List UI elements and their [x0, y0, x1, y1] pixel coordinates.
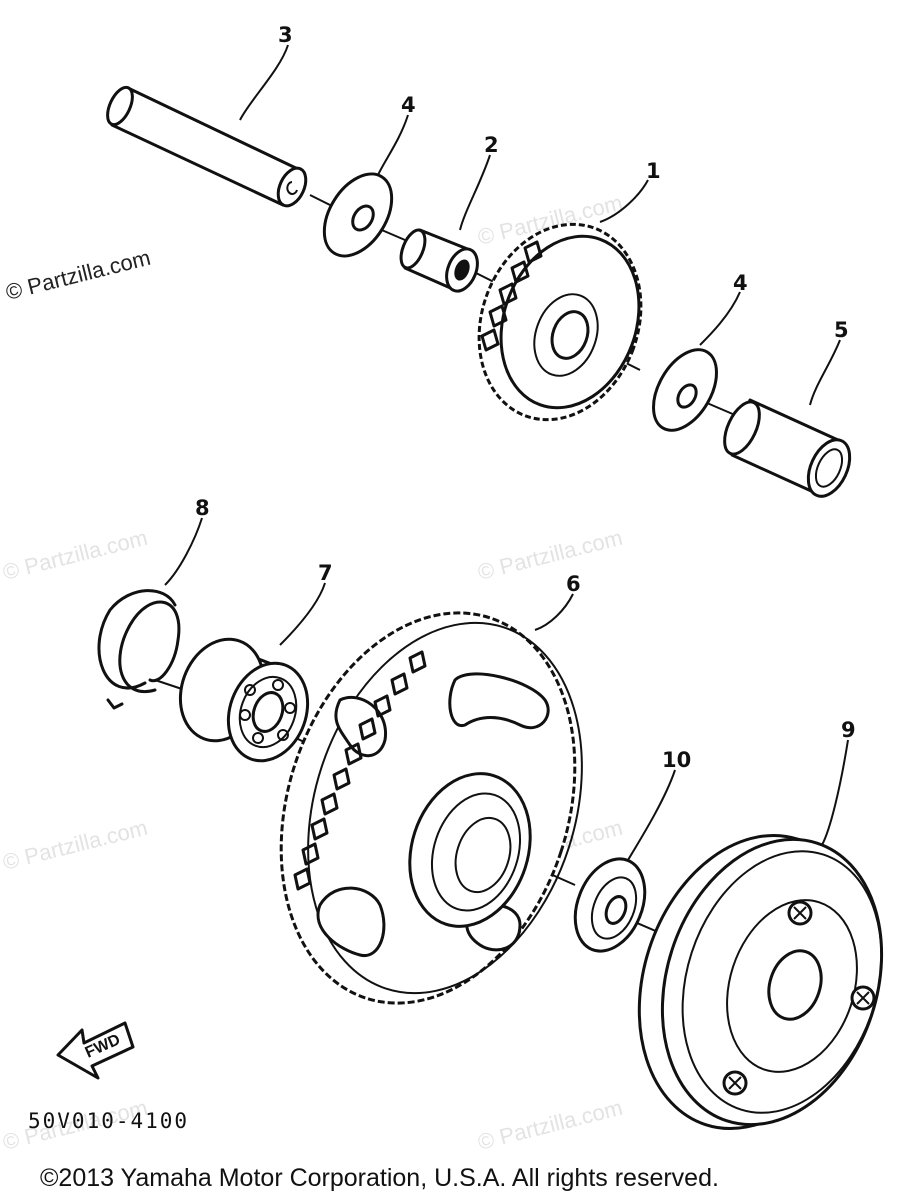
part-number-6: 6 [566, 572, 581, 596]
drawing-code: 50V010-4100 [28, 1109, 189, 1133]
watermark: © Partzilla.com [475, 525, 625, 585]
watermark-dark: © Partzilla.com [3, 245, 153, 305]
leader-lines [164, 44, 849, 861]
forward-arrow-icon: FWD [56, 1021, 135, 1080]
part-number-4: 4 [401, 93, 416, 117]
part-number-8: 8 [195, 496, 210, 520]
part-number-1: 1 [646, 159, 661, 183]
idler-gear-part-1[interactable] [453, 201, 668, 442]
washer-part-10[interactable] [562, 849, 657, 962]
washer-part-4-upper[interactable] [310, 162, 405, 268]
watermark: © Partzilla.com [475, 1095, 625, 1155]
part-number-10: 10 [662, 748, 691, 772]
washer-part-4-lower[interactable] [640, 339, 729, 441]
ball-bearing-part-7[interactable] [167, 627, 321, 772]
sleeve-part-5[interactable] [717, 397, 858, 503]
part-number-5: 5 [834, 318, 849, 342]
screw-icon [850, 985, 876, 1011]
part-number-4: 4 [733, 271, 748, 295]
part-number-7: 7 [318, 561, 333, 585]
bearing-part-2[interactable] [396, 227, 483, 296]
copyright-notice: ©2013 Yamaha Motor Corporation, U.S.A. A… [40, 1164, 719, 1192]
part-number-2: 2 [484, 133, 499, 157]
watermark: © Partzilla.com [0, 525, 150, 585]
one-way-clutch-part-9[interactable] [603, 806, 917, 1158]
screw-icon [787, 900, 813, 926]
circlip-part-8[interactable] [97, 589, 181, 710]
screw-icon [722, 1070, 748, 1096]
starter-wheel-gear-part-6[interactable] [233, 575, 627, 1042]
watermark: © Partzilla.com [0, 815, 150, 875]
part-number-3: 3 [278, 23, 293, 47]
part-number-9: 9 [841, 718, 856, 742]
shaft-part-3[interactable] [102, 84, 311, 211]
part-number-labels: 3 4 2 1 4 5 8 7 6 9 10 [195, 23, 856, 772]
